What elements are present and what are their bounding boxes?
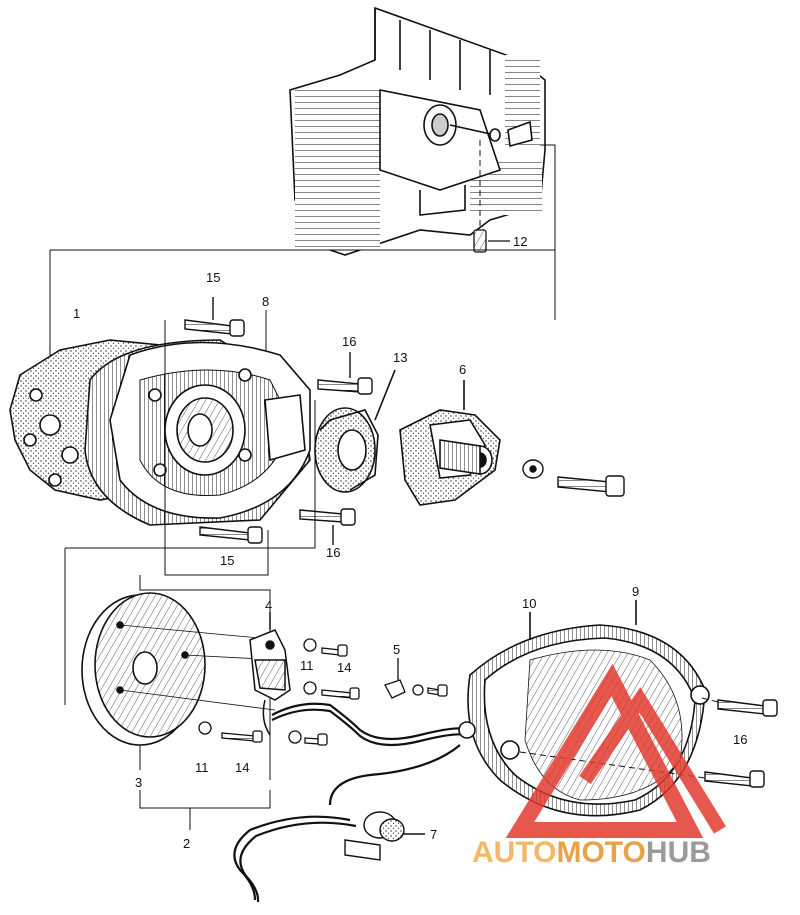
part-12-dowel <box>473 229 510 253</box>
part-3-stator-plate <box>81 592 281 746</box>
part-5-condenser <box>384 658 448 699</box>
automotohub-watermark: AUTOMOTOHUB <box>472 663 726 869</box>
watermark-text: AUTOMOTOHUB <box>472 836 711 869</box>
callout-10: 10 <box>522 596 536 611</box>
callout-3: 3 <box>135 775 142 790</box>
callout-11b: 11 <box>195 760 209 775</box>
callout-16c: 16 <box>733 732 747 747</box>
callout-7: 7 <box>430 827 437 842</box>
part-13-seal-ring <box>314 369 396 493</box>
part-16-cover-bolts <box>519 697 778 788</box>
bracket-lower-assembly <box>64 400 316 780</box>
callouts: 1 2 3 4 5 6 7 8 9 10 11 11 12 13 14 14 1… <box>73 234 747 851</box>
part-15-bolt-top <box>184 297 245 337</box>
callout-12: 12 <box>513 234 527 249</box>
callout-5: 5 <box>393 642 400 657</box>
part-15-bolt-bottom <box>199 526 263 544</box>
callout-14b: 14 <box>235 760 249 775</box>
part-16-bolt-lower <box>299 508 356 545</box>
callout-16a: 16 <box>342 334 356 349</box>
callout-9: 9 <box>632 584 639 599</box>
washer-and-bolt-rotor <box>522 459 625 497</box>
callout-14a: 14 <box>337 660 351 675</box>
part-4-contact-breaker <box>249 612 291 736</box>
bracket-15 <box>164 320 269 576</box>
automotohub-logo-mark <box>505 663 726 838</box>
part-7-clip <box>344 811 425 861</box>
part-14-screws <box>221 644 360 746</box>
bracket-2 <box>139 790 271 830</box>
callout-4: 4 <box>265 598 272 613</box>
wiring-harness <box>233 702 471 903</box>
callout-13: 13 <box>393 350 407 365</box>
callout-1: 1 <box>73 306 80 321</box>
callout-15b: 15 <box>220 553 234 568</box>
callout-2: 2 <box>183 836 190 851</box>
engine-cylinder-block <box>289 6 546 256</box>
part-8-generator-housing <box>84 339 311 526</box>
callout-16b: 16 <box>326 545 340 560</box>
alignment-line-top <box>50 144 556 320</box>
callout-6: 6 <box>459 362 466 377</box>
callout-15a: 15 <box>206 270 220 285</box>
part-6-rotor <box>399 380 501 506</box>
part-16-bolt-upper <box>317 352 373 395</box>
callout-8: 8 <box>262 294 269 309</box>
part-11-washers <box>198 638 317 744</box>
callout-11a: 11 <box>300 658 314 673</box>
